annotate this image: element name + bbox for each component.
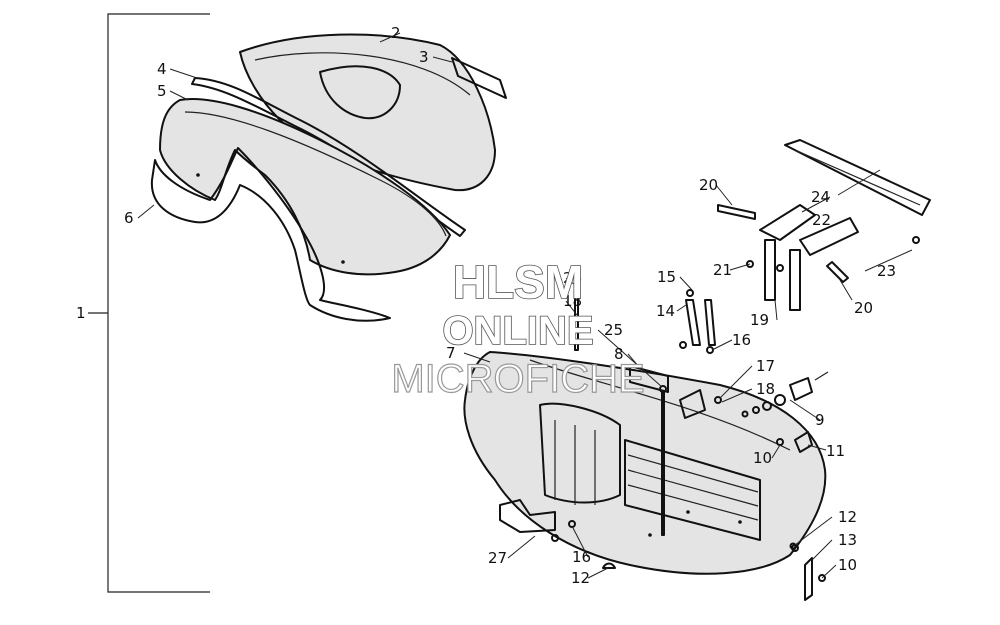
callout-labels: 1 2 3 4 5 6 7 8 9 10 10 11 12 12 13 14 1… [76,24,896,587]
box-decal [629,365,669,393]
callout-12b: 12 [571,569,590,587]
callout-5: 5 [157,82,167,100]
long-screw [574,279,579,351]
callout-19: 19 [750,311,769,329]
callout-14: 14 [656,302,675,320]
watermark: HLSM ONLINE MICROFICHE [391,255,646,401]
latch-assembly [741,371,829,418]
callout-17: 17 [756,357,775,375]
callout-11: 11 [826,442,845,460]
callout-15: 15 [657,268,676,286]
callout-6: 6 [124,209,134,227]
support-rod [659,385,667,536]
callout-20b: 20 [854,299,873,317]
strut-bracket [679,389,722,419]
callout-24: 24 [811,188,830,206]
callout-4: 4 [157,60,167,78]
callout-23: 23 [877,262,896,280]
mount-plate [499,499,559,542]
leader-lines [137,32,913,579]
callout-7: 7 [446,344,456,362]
callout-21: 21 [713,261,732,279]
callout-16a: 16 [732,331,751,349]
callout-3: 3 [419,48,429,66]
callout-27: 27 [488,549,507,567]
callout-18a: 18 [756,380,775,398]
callout-18b: 18 [563,292,582,310]
callout-12a: 12 [838,508,857,526]
gas-strut [679,289,716,354]
callout-22: 22 [812,211,831,229]
watermark-line-1: HLSM [453,256,583,308]
seal-strip [191,77,466,237]
callout-10a: 10 [753,449,772,467]
rear-fender-body [159,98,451,276]
decal [451,57,507,99]
callout-10b: 10 [838,556,857,574]
rear-cover-lid [239,33,496,192]
callout-2: 2 [391,24,401,42]
callout-26: 26 [563,269,582,287]
watermark-line-3: MICROFICHE [391,357,644,401]
callout-20a: 20 [699,176,718,194]
callout-1: 1 [76,304,86,322]
assembly-bracket [88,13,210,593]
callout-16b: 16 [572,548,591,566]
callout-9: 9 [815,411,825,429]
watermark-line-2: ONLINE [442,309,593,353]
callout-13: 13 [838,531,857,549]
lower-bracket [791,544,826,601]
mud-flap [150,147,391,322]
callout-8: 8 [614,345,624,363]
callout-25: 25 [604,321,623,339]
